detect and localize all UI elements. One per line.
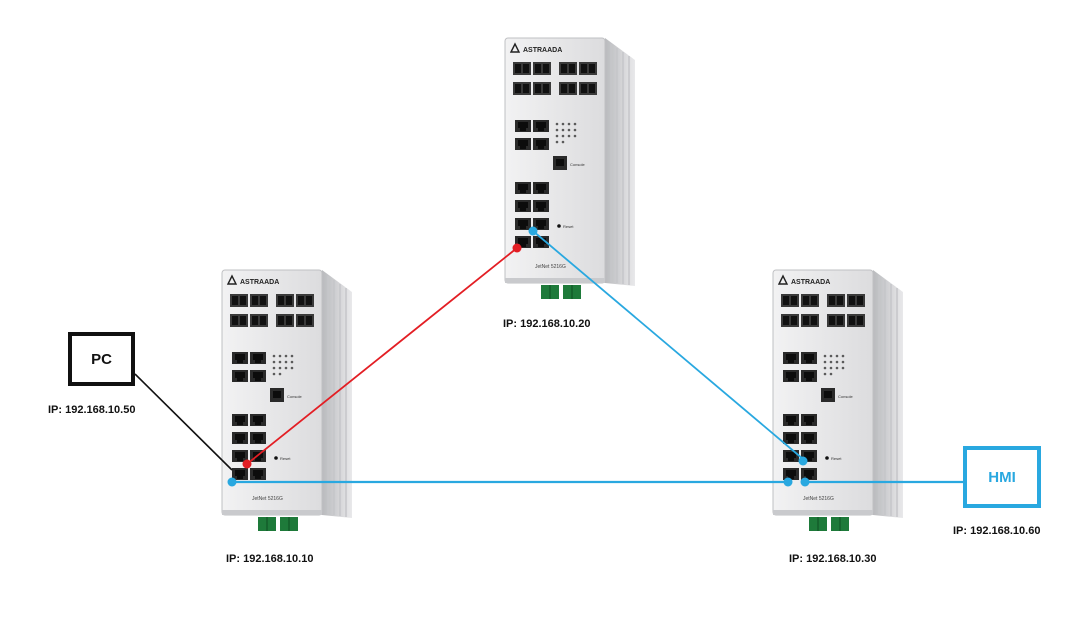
hmi-box: HMI xyxy=(963,446,1041,508)
port-dot-right-blue-hmi xyxy=(800,477,810,487)
ip-label-left-switch: IP: 192.168.10.10 xyxy=(226,553,314,565)
switch-top-reset-label: Reset xyxy=(563,224,574,229)
switch-left-reset-label: Reset xyxy=(280,456,291,461)
port-dot-left-red xyxy=(242,459,252,469)
port-dot-left-blue xyxy=(227,477,237,487)
switch-right-model: JetNet 5216G xyxy=(803,496,834,502)
port-dot-right-blue-top xyxy=(798,456,808,466)
link-pc-to-left-switch xyxy=(134,373,233,471)
port-dot-right-blue-bottom xyxy=(783,477,793,487)
hmi-label: HMI xyxy=(988,468,1016,486)
ip-label-right-switch: IP: 192.168.10.30 xyxy=(789,553,877,565)
switch-right-reset-label: Reset xyxy=(831,456,842,461)
ip-label-pc: IP: 192.168.10.50 xyxy=(48,404,136,416)
port-dot-top-blue xyxy=(528,226,538,236)
pc-label: PC xyxy=(91,350,112,368)
link-left-to-top-red xyxy=(246,247,518,465)
pc-box: PC xyxy=(68,332,135,386)
switch-left-console-label: Console xyxy=(287,394,302,399)
switch-top: ASTRAADA Reset Console JetNet 5216G xyxy=(505,38,635,299)
switch-right-brand: ASTRAADA xyxy=(791,279,830,286)
switch-top-model: JetNet 5216G xyxy=(535,264,566,270)
ip-label-hmi: IP: 192.168.10.60 xyxy=(953,525,1041,537)
ip-label-top-switch: IP: 192.168.10.20 xyxy=(503,318,591,330)
port-dot-top-red xyxy=(512,243,522,253)
switch-left: ASTRAADA Reset Console JetNet 5216G xyxy=(222,270,352,531)
switch-right: ASTRAADA Reset Console JetNet 5216G xyxy=(773,270,903,531)
link-top-to-right-blue xyxy=(532,230,804,460)
switch-left-model: JetNet 5216G xyxy=(252,496,283,502)
switch-top-console-label: Console xyxy=(570,162,585,167)
switch-left-brand: ASTRAADA xyxy=(240,279,279,286)
switch-top-brand: ASTRAADA xyxy=(523,47,562,54)
switch-right-console-label: Console xyxy=(838,394,853,399)
